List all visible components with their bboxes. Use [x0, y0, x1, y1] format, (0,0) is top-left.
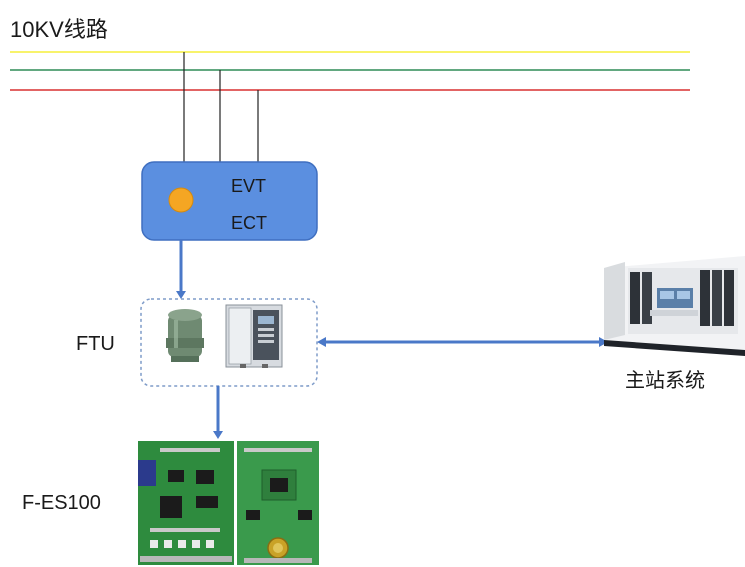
ftu-cabinet-device [225, 304, 283, 368]
sensor-box [141, 161, 318, 241]
ect-label: ECT [231, 213, 267, 233]
circuit-board-1 [138, 441, 234, 565]
master-station-room [604, 256, 745, 356]
arrow-head-left [317, 337, 326, 347]
indicator-light [168, 187, 194, 213]
arrow-head-sensor-ftu [176, 291, 186, 299]
ftu-container [140, 298, 318, 387]
board-label: F-ES100 [22, 492, 101, 514]
evt-label: EVT [231, 176, 267, 196]
master-station-label: 主站系统 [625, 370, 705, 392]
line-title: 10KV线路 [10, 17, 108, 42]
ftu-cylinder-device [166, 309, 204, 362]
arrow-head-right [599, 337, 608, 347]
circuit-board-2 [237, 441, 319, 565]
ftu-label: FTU [76, 333, 115, 355]
arrow-head-ftu-board [213, 431, 223, 439]
